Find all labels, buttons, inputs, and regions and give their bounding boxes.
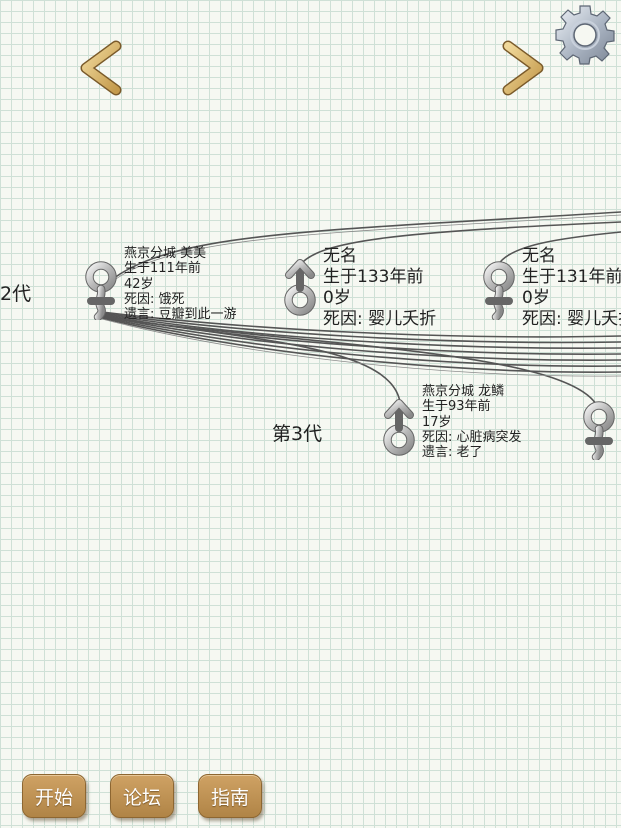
- chevron-right-icon: [502, 40, 544, 96]
- member-node-longlin[interactable]: [382, 398, 416, 458]
- member-birth: 生于111年前: [124, 261, 201, 277]
- member-info-unnamed-2: 无名 生于131年前 0岁 死因: 婴儿夭折: [522, 246, 621, 330]
- member-name: 燕京分城 美美: [124, 246, 207, 261]
- link-line: [497, 231, 621, 266]
- link-line: [101, 316, 597, 405]
- member-age: 0岁: [522, 288, 550, 309]
- settings-button[interactable]: [554, 4, 616, 66]
- next-page-button[interactable]: [498, 40, 548, 96]
- link-line-shadow: [101, 214, 621, 291]
- member-death-cause: 死因: 饿死: [124, 291, 185, 307]
- start-button[interactable]: 开始: [22, 774, 86, 818]
- generation-2-label: 2代: [0, 283, 32, 305]
- link-line: [101, 312, 621, 344]
- member-birth: 生于93年前: [422, 399, 491, 415]
- member-node-partial[interactable]: [582, 400, 616, 460]
- male-symbol-icon: [283, 258, 317, 318]
- member-death-cause: 死因: 心脏病突发: [422, 429, 522, 445]
- female-symbol-icon: [582, 400, 616, 460]
- member-info-longlin: 燕京分城 龙鳞 生于93年前 17岁 死因: 心脏病突发 遗言: 老了: [422, 384, 522, 461]
- member-age: 17岁: [422, 414, 452, 430]
- link-line: [299, 221, 621, 266]
- link-line: [101, 315, 621, 361]
- member-last-words: 遗言: 豆瓣到此一游: [124, 307, 237, 323]
- member-birth: 生于131年前: [522, 267, 621, 288]
- gear-icon: [555, 5, 615, 65]
- link-line: [101, 317, 621, 373]
- chevron-left-icon: [80, 40, 122, 96]
- member-name: 燕京分城 龙鳞: [422, 384, 505, 399]
- member-age: 0岁: [323, 288, 351, 309]
- guide-button[interactable]: 指南: [198, 774, 262, 818]
- member-node-unnamed-2[interactable]: [482, 260, 516, 320]
- member-age: 42岁: [124, 276, 154, 292]
- prev-page-button[interactable]: [76, 40, 126, 96]
- member-name: 无名: [323, 246, 357, 266]
- link-line: [101, 316, 621, 367]
- male-symbol-icon: [382, 398, 416, 458]
- link-line: [101, 211, 621, 289]
- female-symbol-icon: [84, 260, 118, 320]
- female-symbol-icon: [482, 260, 516, 320]
- member-info-unnamed-1: 无名 生于133年前 0岁 死因: 婴儿夭折: [323, 246, 436, 330]
- generation-3-label: 第3代: [272, 423, 323, 445]
- member-last-words: 遗言: 老了: [422, 445, 483, 461]
- member-name: 无名: [522, 246, 556, 266]
- forum-button[interactable]: 论坛: [110, 774, 174, 818]
- member-birth: 生于133年前: [323, 267, 424, 288]
- link-line-shadow: [101, 318, 621, 377]
- member-death-cause: 死因: 婴儿夭折: [323, 309, 437, 330]
- member-death-cause: 死因: 婴儿夭折: [522, 309, 621, 330]
- member-node-meimei[interactable]: [84, 260, 118, 320]
- link-line: [101, 311, 621, 338]
- link-line: [101, 313, 621, 350]
- member-node-unnamed-1[interactable]: [283, 258, 317, 318]
- member-info-meimei: 燕京分城 美美 生于111年前 42岁 死因: 饿死 遗言: 豆瓣到此一游: [124, 246, 237, 323]
